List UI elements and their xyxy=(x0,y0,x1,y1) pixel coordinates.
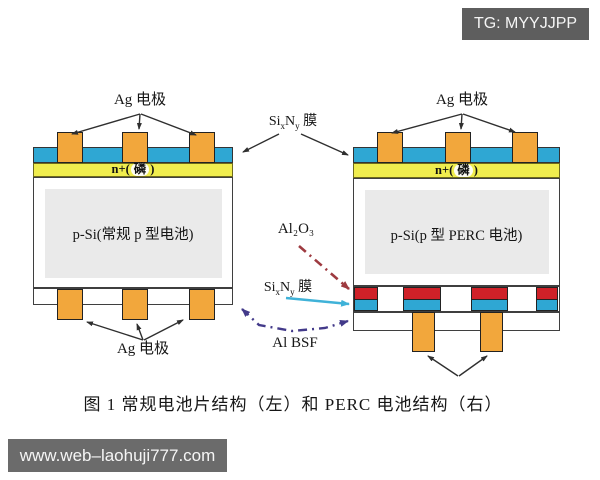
al2o3-layer xyxy=(355,288,377,299)
right-cell-top-electrode-1 xyxy=(377,132,403,163)
right-cell-emitter-label: n+(磷) xyxy=(353,162,560,178)
left-cell-bottom-electrode-2 xyxy=(122,289,148,320)
sin-top-arrows xyxy=(242,133,349,156)
right-emitter-prefix: n+( xyxy=(435,162,454,177)
right-cell-body-label: p-Si(p 型 PERC 电池) xyxy=(390,228,523,244)
ag-bottom-left-arrows xyxy=(86,319,184,341)
sin-suffix: 膜 xyxy=(299,114,318,129)
left-cell-body-label: p-Si(常规 p 型电池) xyxy=(72,227,194,243)
passivation-segment-2 xyxy=(403,287,441,311)
right-cell-bottom-electrode-2 xyxy=(480,312,503,352)
al-bsf-label: Al BSF xyxy=(272,335,318,351)
figure-caption: 图 1 常规电池片结构（左）和 PERC 电池结构（右） xyxy=(83,395,503,414)
ag-top-right-arrows xyxy=(391,113,516,134)
watermark-bar: www.web–laohuji777.com xyxy=(8,439,227,472)
sin-n: N xyxy=(285,114,296,129)
passivation-segment-4 xyxy=(536,287,558,311)
right-cell-bottom-electrode-1 xyxy=(412,312,435,352)
left-cell-top-electrode-1 xyxy=(57,132,83,163)
sin-capping-layer xyxy=(472,299,507,310)
sin-suffix: 膜 xyxy=(294,280,313,295)
al2o3-layer xyxy=(404,288,440,299)
left-emitter-suffix: ) xyxy=(150,161,155,176)
sin-base: Si xyxy=(268,114,281,129)
ag-bottom-right-arrows xyxy=(427,355,488,377)
ag-top-left-arrows xyxy=(71,113,197,136)
sin-sub-y: y xyxy=(295,120,300,131)
left-cell-body-shading xyxy=(45,189,222,278)
left-cell-top-electrode-3 xyxy=(189,132,215,163)
al2o3-layer xyxy=(537,288,557,299)
right-cell-body-shading xyxy=(365,190,549,274)
al2o3-layer xyxy=(472,288,507,299)
al-bsf-arrow xyxy=(241,308,349,333)
sin-sub-x: x xyxy=(275,286,281,297)
right-emitter-suffix: ) xyxy=(473,162,478,177)
sin-bottom-arrow xyxy=(285,296,350,307)
right-emitter-core: 磷 xyxy=(454,163,473,177)
passivation-segment-1 xyxy=(354,287,378,311)
tg-badge: TG: MYYJJPP xyxy=(462,8,589,40)
sin-film-bottom-label: SixNy 膜 xyxy=(264,280,312,297)
sin-base: Si xyxy=(263,280,276,295)
sin-film-top-label: SixNy 膜 xyxy=(269,114,317,131)
left-cell-top-electrode-2 xyxy=(122,132,148,163)
tg-badge-text: TG: MYYJJPP xyxy=(473,15,578,32)
right-cell-rear-passivation-row xyxy=(353,286,560,312)
passivation-segment-3 xyxy=(471,287,508,311)
watermark-text: www.web–laohuji777.com xyxy=(19,445,216,465)
sin-n: N xyxy=(280,280,291,295)
left-cell-bottom-electrode-3 xyxy=(189,289,215,320)
left-cell-emitter-label: n+(磷) xyxy=(33,161,233,177)
ag-top-right-label: Ag 电极 xyxy=(435,92,489,108)
sin-capping-layer xyxy=(537,299,557,310)
left-emitter-core: 磷 xyxy=(130,162,150,176)
left-emitter-prefix: n+( xyxy=(111,161,130,176)
sin-capping-layer xyxy=(355,299,377,310)
sin-sub-y: y xyxy=(290,286,295,297)
right-cell-top-electrode-3 xyxy=(512,132,538,163)
ag-bottom-left-label: Ag 电极 xyxy=(116,341,170,357)
al2o3-label: Al₂O₃ xyxy=(277,221,315,237)
ag-top-left-label: Ag 电极 xyxy=(113,92,167,108)
sin-sub-x: x xyxy=(280,120,286,131)
sin-capping-layer xyxy=(404,299,440,310)
left-cell-bottom-electrode-1 xyxy=(57,289,83,320)
right-cell-top-electrode-2 xyxy=(445,132,471,163)
right-cell-al-bsf-layer xyxy=(353,312,560,331)
